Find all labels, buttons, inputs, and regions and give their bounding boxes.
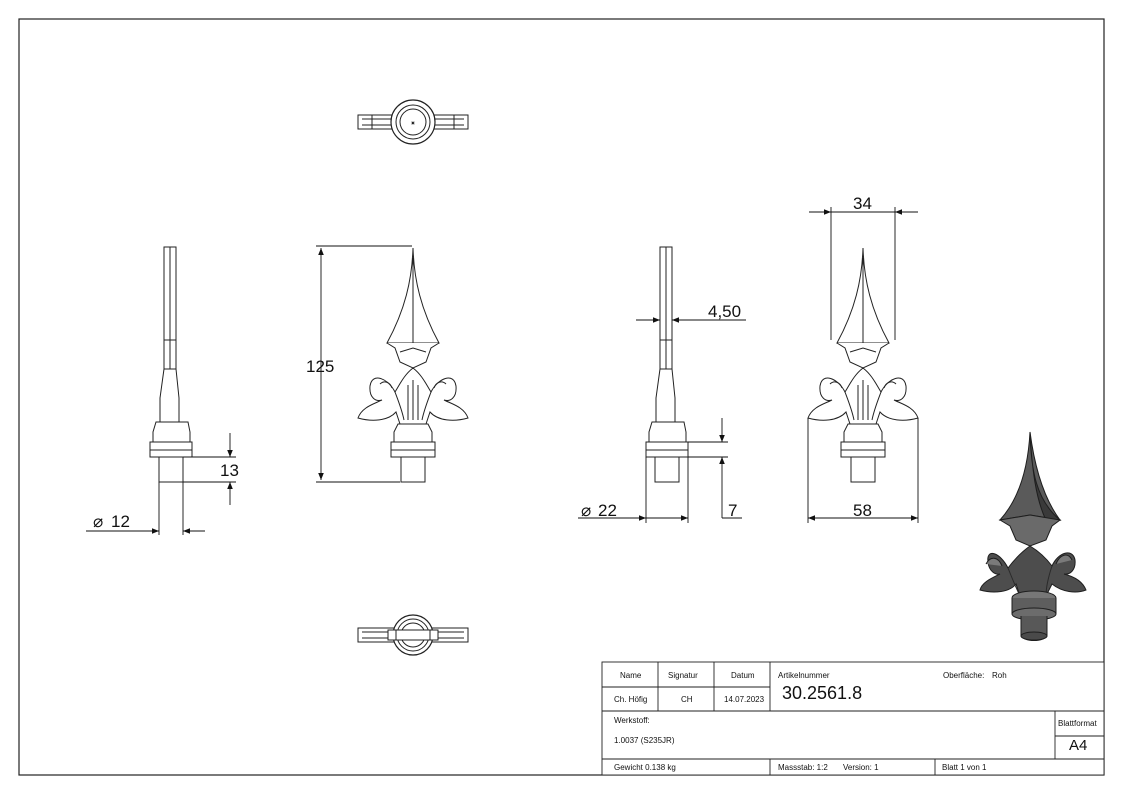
front-view-left bbox=[357, 247, 469, 483]
version: Version: 1 bbox=[843, 763, 879, 772]
dim-125: 125 bbox=[306, 357, 334, 376]
scale: Massstab: 1:2 bbox=[778, 763, 828, 772]
dim-22: 22 bbox=[598, 501, 617, 520]
dim-7: 7 bbox=[728, 501, 737, 520]
material-value: 1.0037 (S235JR) bbox=[614, 736, 675, 745]
dim-34: 34 bbox=[853, 194, 872, 213]
dim-13: 13 bbox=[220, 461, 239, 480]
top-view: ▣ bbox=[357, 99, 469, 145]
dia-symbol-22: ⌀ bbox=[581, 501, 591, 520]
name-label: Name bbox=[620, 671, 642, 680]
name-value: Ch. Höfig bbox=[614, 695, 648, 704]
sheet-number: Blatt 1 von 1 bbox=[942, 763, 987, 772]
front-view-right bbox=[807, 247, 919, 483]
date-label: Datum bbox=[731, 671, 755, 680]
dia-symbol-12: ⌀ bbox=[93, 512, 103, 531]
signature-value: CH bbox=[681, 695, 693, 704]
side-view-left bbox=[149, 246, 193, 483]
sheet-format-label: Blattformat bbox=[1058, 719, 1097, 728]
date-value: 14.07.2023 bbox=[724, 695, 765, 704]
signature-label: Signatur bbox=[668, 671, 698, 680]
dim-12: 12 bbox=[111, 512, 130, 531]
weight: Gewicht 0.138 kg bbox=[614, 763, 676, 772]
title-block-frame bbox=[601, 661, 1105, 776]
sheet-format-value: A4 bbox=[1069, 737, 1088, 754]
article-number-label: Artikelnummer bbox=[778, 671, 830, 680]
dim-4-50: 4,50 bbox=[708, 302, 741, 321]
drawing-border bbox=[18, 18, 1105, 776]
dimension-lines bbox=[86, 207, 919, 535]
article-number: 30.2561.8 bbox=[782, 683, 863, 703]
material-label: Werkstoff: bbox=[614, 716, 650, 725]
bottom-view bbox=[357, 614, 469, 656]
isometric-render bbox=[979, 431, 1087, 641]
dim-58: 58 bbox=[853, 501, 872, 520]
surface-value: Roh bbox=[992, 671, 1007, 680]
surface-label: Oberfläche: bbox=[943, 671, 985, 680]
top-view-stamp: ▣ bbox=[411, 120, 415, 125]
side-view-right bbox=[645, 246, 689, 483]
